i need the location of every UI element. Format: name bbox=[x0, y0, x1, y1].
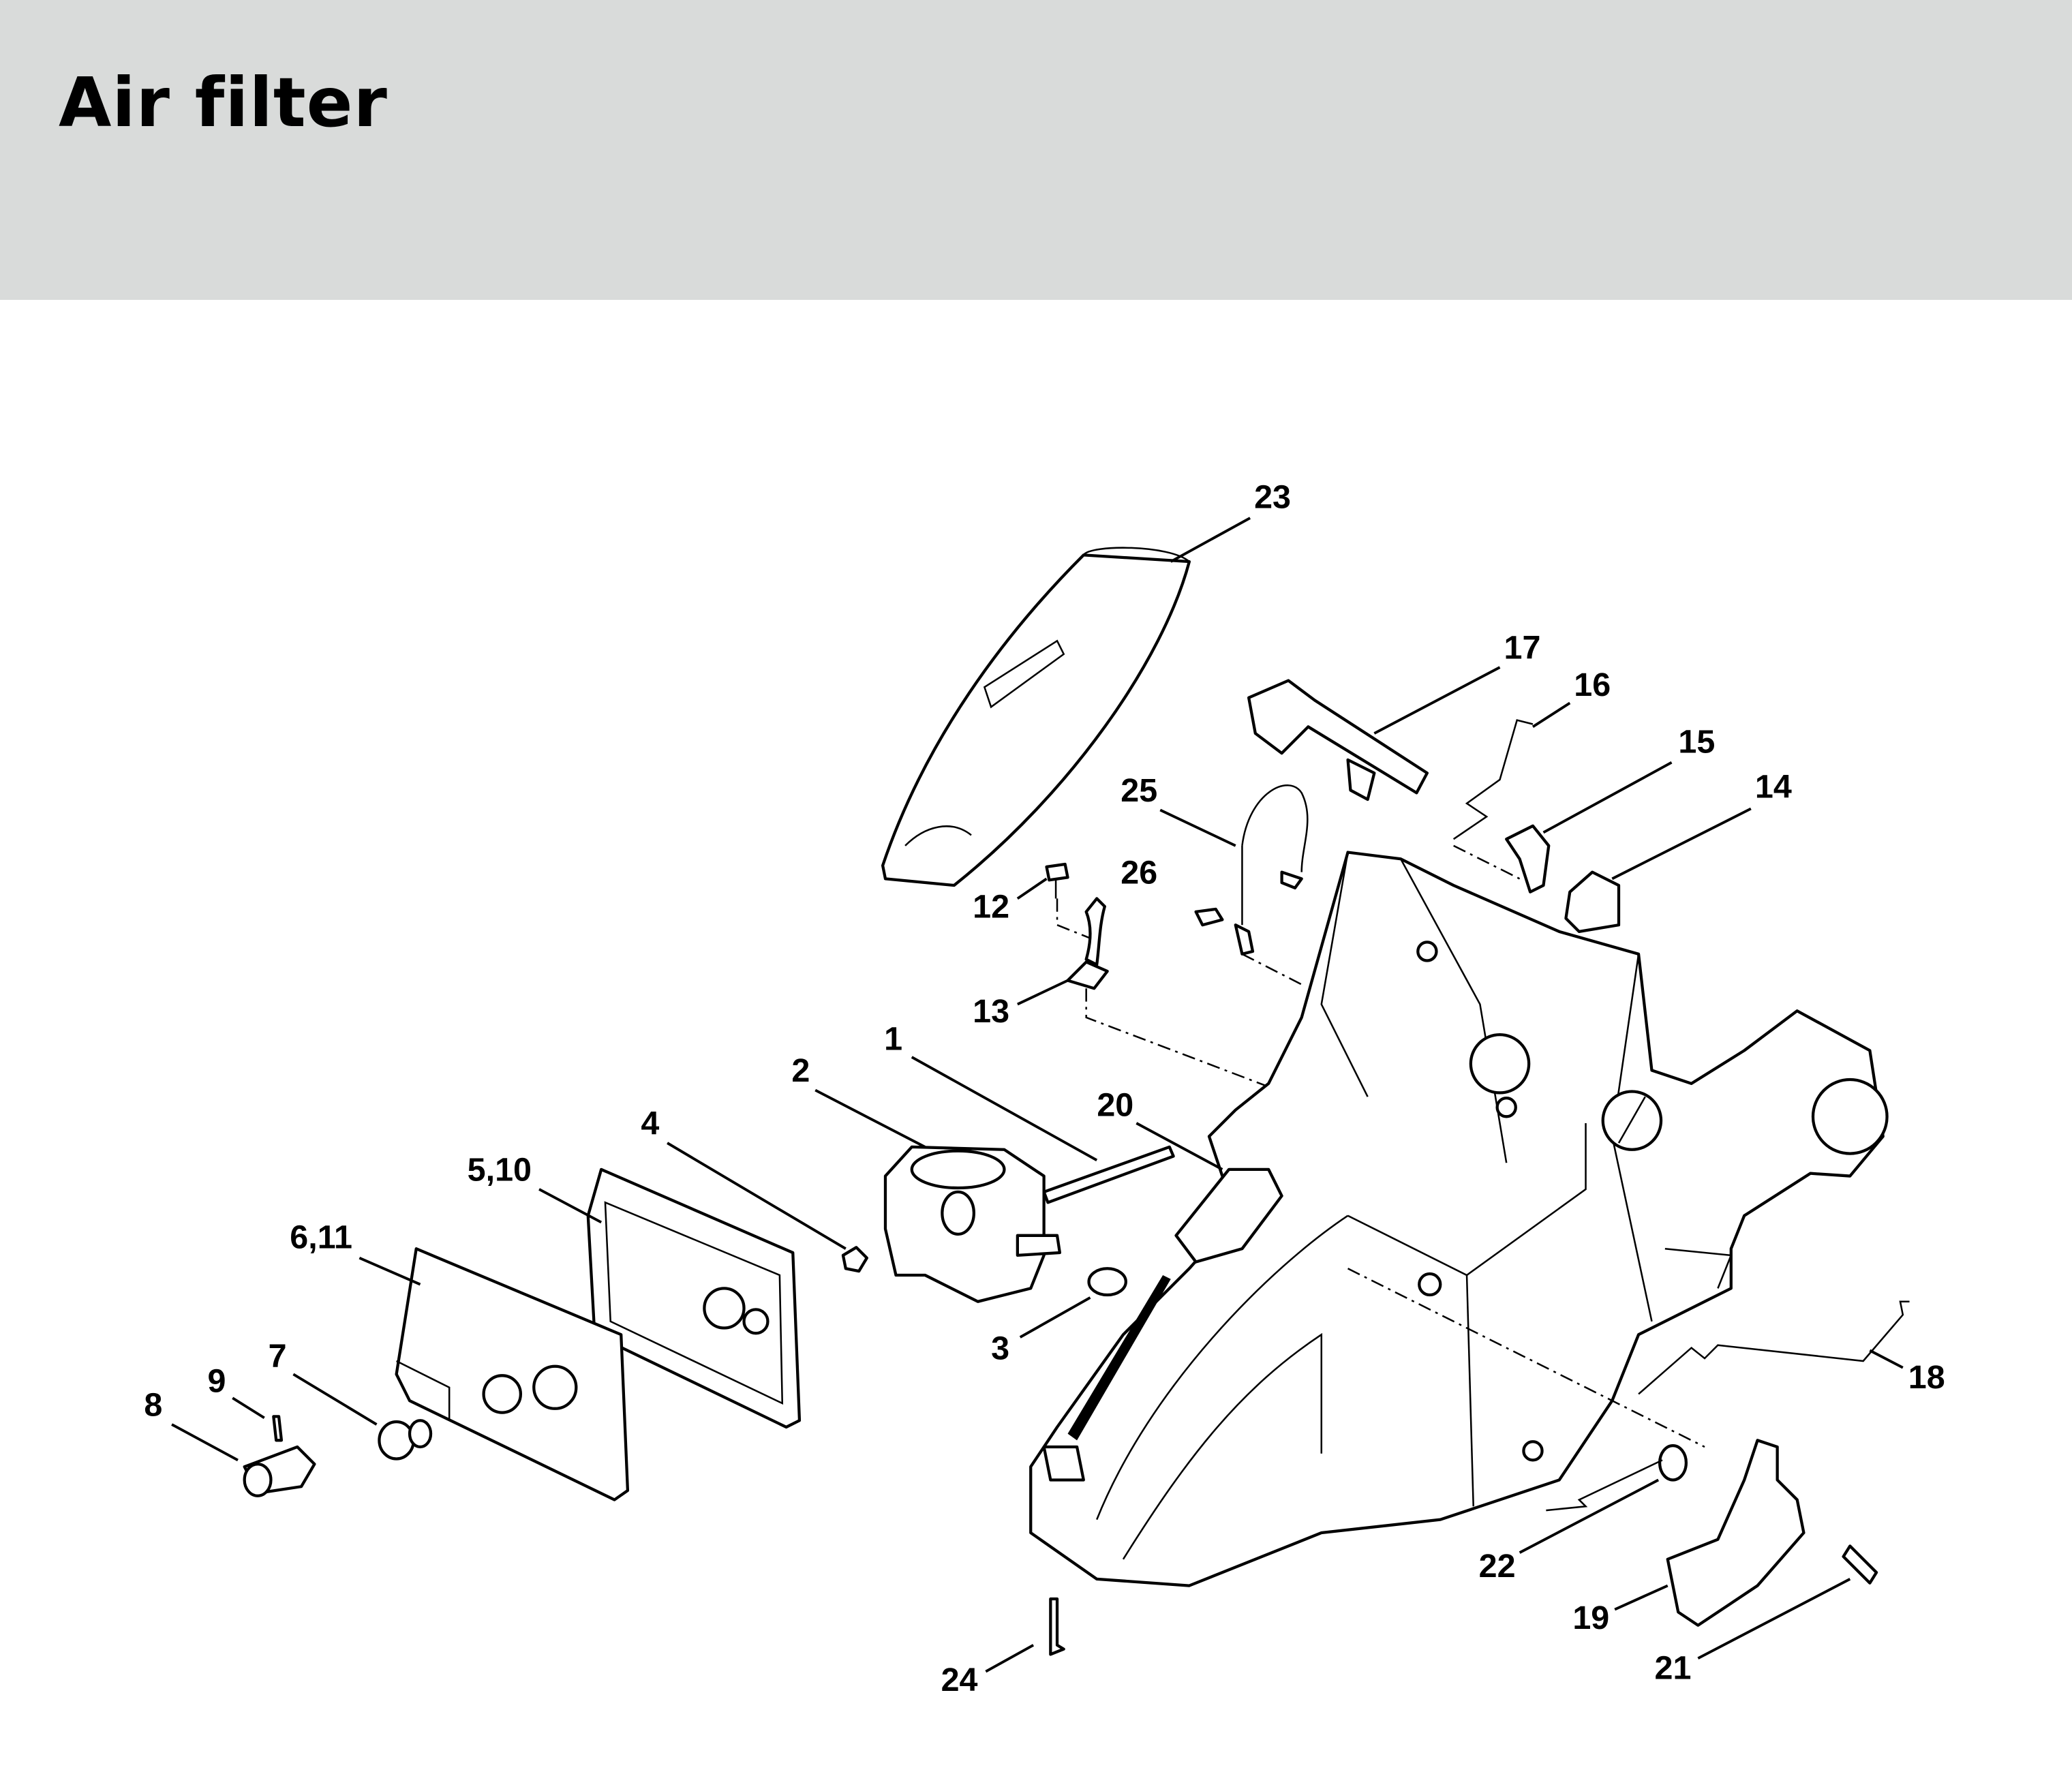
callout-20[interactable]: 20 bbox=[1097, 1087, 1133, 1124]
callout-12[interactable]: 12 bbox=[973, 889, 1009, 926]
callout-25[interactable]: 25 bbox=[1121, 772, 1157, 809]
page-header: Air filter bbox=[0, 0, 2072, 300]
part-nut[interactable] bbox=[841, 1246, 868, 1273]
callout-3[interactable]: 3 bbox=[991, 1330, 1009, 1366]
part-gasket[interactable] bbox=[1087, 1267, 1127, 1297]
part-pin[interactable] bbox=[1842, 1544, 1878, 1585]
part-pin-9[interactable] bbox=[272, 1415, 284, 1442]
part-spring-wire[interactable] bbox=[1452, 719, 1534, 840]
callout-15[interactable]: 15 bbox=[1678, 723, 1715, 760]
part-carburetor[interactable] bbox=[883, 1145, 1062, 1303]
part-linkage-wire[interactable] bbox=[1638, 1300, 1910, 1395]
callout-16[interactable]: 16 bbox=[1574, 667, 1611, 703]
part-lockout[interactable] bbox=[1564, 870, 1621, 934]
callout-17[interactable]: 17 bbox=[1504, 630, 1541, 667]
callout-18[interactable]: 18 bbox=[1908, 1359, 1945, 1396]
part-spring-22[interactable] bbox=[1546, 1443, 1688, 1512]
leader-lines bbox=[171, 517, 1904, 1673]
part-plate[interactable] bbox=[1066, 960, 1109, 990]
callout-26[interactable]: 26 bbox=[1121, 854, 1157, 891]
part-clip[interactable] bbox=[1084, 897, 1106, 966]
part-rear-handle-housing[interactable] bbox=[1029, 851, 1889, 1587]
part-screw-12[interactable] bbox=[1045, 862, 1069, 899]
callout-6-11[interactable]: 6,11 bbox=[290, 1219, 352, 1255]
callout-22[interactable]: 22 bbox=[1479, 1548, 1516, 1585]
callout-21[interactable]: 21 bbox=[1655, 1649, 1692, 1686]
part-handle-cover[interactable] bbox=[881, 547, 1191, 887]
callout-23[interactable]: 23 bbox=[1254, 479, 1291, 516]
part-stud[interactable] bbox=[1042, 1145, 1175, 1204]
callout-13[interactable]: 13 bbox=[973, 993, 1009, 1030]
part-throttle-shaft[interactable] bbox=[1247, 679, 1429, 801]
callout-5-10[interactable]: 5,10 bbox=[468, 1152, 532, 1189]
part-air-filter-cover[interactable] bbox=[395, 1247, 630, 1501]
callout-4[interactable]: 4 bbox=[641, 1105, 659, 1142]
callout-1[interactable]: 1 bbox=[884, 1021, 902, 1058]
callout-7[interactable]: 7 bbox=[269, 1338, 287, 1375]
part-screw-24[interactable] bbox=[1049, 1597, 1065, 1656]
callout-14[interactable]: 14 bbox=[1755, 768, 1792, 805]
callout-2[interactable]: 2 bbox=[791, 1052, 810, 1089]
callout-8[interactable]: 8 bbox=[144, 1387, 162, 1424]
part-throttle-trigger[interactable] bbox=[1666, 1439, 1806, 1627]
part-lever[interactable] bbox=[1505, 824, 1551, 893]
callout-19[interactable]: 19 bbox=[1572, 1600, 1609, 1636]
callout-24[interactable]: 24 bbox=[941, 1662, 978, 1698]
part-filter-nut-8[interactable] bbox=[243, 1445, 316, 1497]
part-filter-nut-7[interactable] bbox=[378, 1419, 433, 1461]
callout-9[interactable]: 9 bbox=[207, 1363, 226, 1400]
part-ground-wire[interactable] bbox=[1194, 784, 1309, 956]
page-title: Air filter bbox=[59, 63, 388, 142]
